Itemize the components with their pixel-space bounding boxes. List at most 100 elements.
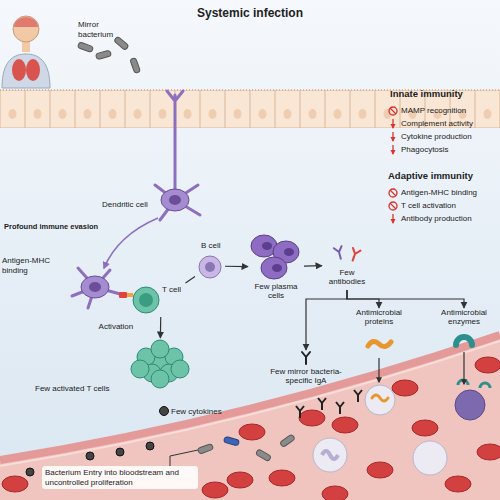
antimicrobial-proteins: Antimicrobial proteins: [348, 308, 410, 356]
red-blood-cells: [322, 486, 348, 500]
mirror-bacteria: [114, 36, 129, 50]
status-symbols: [392, 214, 393, 223]
node-text: Few antibodies: [322, 268, 372, 286]
red-blood-cells: [2, 357, 500, 500]
annotation-label: MAMP recognition: [401, 106, 498, 116]
white-blood-cells: [313, 380, 490, 475]
node-text: B cell: [201, 241, 235, 250]
status-symbols: [392, 132, 393, 141]
cell-body: [161, 189, 189, 211]
antigen-presenting-cell: [127, 293, 133, 297]
cytokine-dots: [116, 448, 124, 456]
person-figure: [14, 17, 38, 27]
connector-arrow: [347, 290, 464, 308]
person-figure: [12, 59, 26, 81]
edge-label: Activation: [99, 322, 134, 332]
red-blood-cells: [227, 472, 253, 488]
person-figure: [2, 54, 50, 88]
activated-t-cells-shape: [125, 338, 195, 388]
annotation-label: Profound immune evasion: [4, 222, 114, 231]
white-blood-cells: [313, 438, 347, 472]
node-text: Antimicrobial enzymes: [432, 308, 496, 326]
cell-body: [133, 287, 159, 313]
antigen-presenting-cell: [72, 268, 133, 308]
antigen-presenting-cell: [89, 282, 101, 292]
node-text: Dendritic cell: [102, 200, 164, 209]
annotation-label: Antibody production: [401, 214, 498, 224]
red-blood-cells: [269, 470, 295, 486]
annotation-label: Mirror bacterium: [78, 20, 128, 39]
antigen-presenting-cell: [81, 276, 109, 298]
cell-body: [199, 256, 221, 278]
person-figure: [13, 16, 39, 42]
effector-arrows: [463, 352, 464, 384]
antibody-symbol: [349, 248, 361, 262]
bloodstream-bacteria: [255, 449, 271, 462]
dendritic-cell-shape: [100, 145, 210, 230]
red-blood-cells: [392, 380, 418, 396]
connector-arrow: [186, 276, 196, 283]
red-blood-cells: [475, 357, 500, 373]
plasma-cell-body: [261, 257, 287, 279]
red-blood-cells: [367, 462, 393, 478]
annotation-label: Phagocytosis: [401, 145, 498, 155]
t-cell-body: [151, 340, 169, 358]
antibody-symbol: [334, 246, 345, 260]
node-text: Few cytokines: [171, 407, 231, 416]
annotation-label: Antigen-MHC binding: [2, 256, 54, 275]
t-cell-body: [131, 360, 149, 378]
cell-nucleus: [205, 262, 215, 272]
plasma-cell-nucleus: [262, 242, 272, 250]
red-blood-cells: [445, 476, 471, 492]
white-blood-cells: [455, 390, 485, 420]
antibody-symbol: [302, 352, 310, 364]
plasma-cells: Few plasma cells: [248, 232, 304, 302]
t-cell-shape: [130, 283, 192, 317]
cytokine-dot: [160, 407, 169, 416]
node-text: Few mirror bacteria-specific IgA: [262, 367, 350, 385]
t-cell-body: [151, 370, 169, 388]
red-blood-cells: [332, 417, 358, 433]
status-symbols: [389, 202, 397, 210]
white-blood-cells: [458, 380, 490, 388]
red-blood-cells: [2, 476, 28, 492]
status-symbols: [390, 108, 396, 114]
iga-antibodies: [296, 406, 304, 418]
iga-antibodies: [336, 402, 344, 414]
connector-arrow: [306, 290, 347, 350]
enzyme-symbol: [456, 337, 472, 345]
connector-arrow: [160, 317, 162, 338]
white-blood-cells: [372, 395, 388, 401]
white-blood-cells: [322, 451, 338, 459]
person-figure: [2, 16, 50, 88]
status-symbols: [390, 190, 396, 196]
iga-antibodies: [296, 390, 362, 418]
bloodstream-bacteria: [223, 436, 239, 446]
status-symbols: [392, 145, 393, 154]
mirror-bacteria: [77, 42, 93, 53]
antimicrobial-enzymes: Antimicrobial enzymes: [432, 308, 496, 350]
white-blood-cells: [365, 385, 395, 415]
b-cell: B cell: [195, 252, 225, 280]
cell-nucleus: [139, 293, 153, 307]
node-text: Few plasma cells: [248, 282, 304, 300]
iga-antibodies: [354, 390, 362, 402]
red-blood-cells: [477, 444, 500, 460]
connector-arrow: [304, 265, 322, 267]
annotation-label: Adaptive immunity: [388, 170, 498, 181]
status-symbols: [389, 107, 397, 223]
cytokine-dots: [146, 442, 154, 450]
bloodstream-bacteria: [280, 434, 296, 448]
figure-title: Systemic infection: [150, 6, 350, 20]
antigen-presenting-cell: [119, 292, 127, 298]
mirror-bacteria: [77, 36, 140, 73]
t-cell-body: [171, 360, 189, 378]
node-text: T cell: [162, 285, 196, 294]
effector-arrows: [379, 352, 464, 384]
activated-t-cells: Few activated T cells: [125, 338, 195, 388]
effector-arrows: [378, 358, 379, 382]
iga-antibodies: [318, 398, 326, 410]
